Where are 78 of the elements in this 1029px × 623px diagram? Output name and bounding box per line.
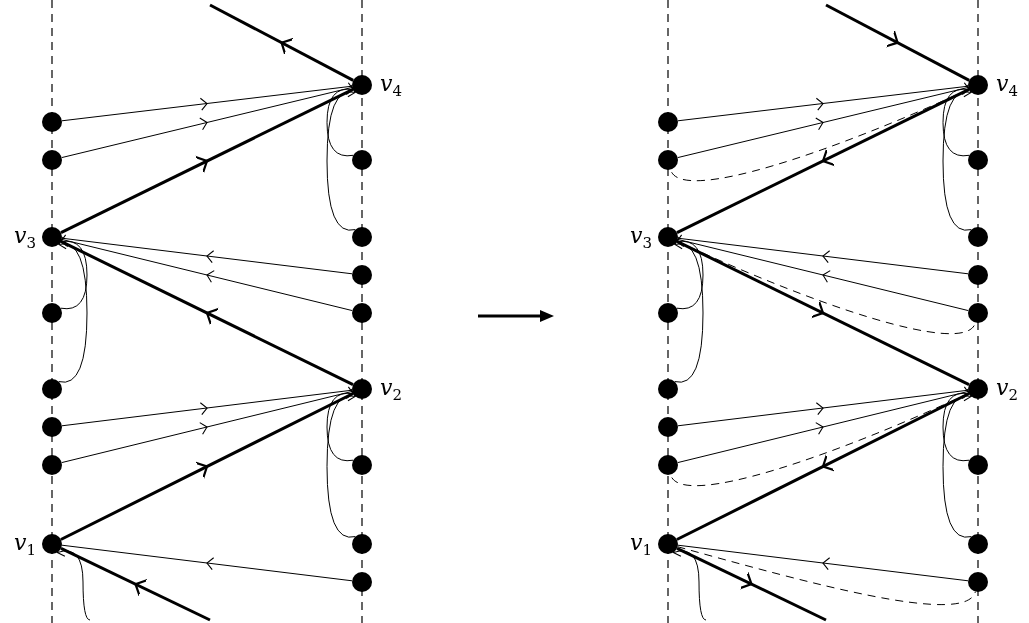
vertex-dot [658, 379, 678, 399]
curved-arrow [942, 85, 972, 231]
vertex-dot [352, 455, 372, 475]
vertex-dot [968, 534, 988, 554]
arrow [677, 390, 969, 464]
vertex-dot [352, 75, 372, 95]
vertex-dot [968, 572, 988, 592]
vertex-dot [658, 534, 678, 554]
arrow [61, 86, 353, 159]
curved-arrow [674, 237, 704, 383]
vertex-label: v$_{1}$ [630, 531, 652, 562]
curved-arrow [676, 234, 704, 310]
vertex-label: v$_{3}$ [14, 224, 36, 255]
arrow [677, 86, 969, 159]
vertex-label: v$_{4}$ [380, 72, 402, 103]
arrow [61, 544, 353, 582]
vertex-dot [658, 112, 678, 132]
arrow [61, 390, 353, 464]
arrow [60, 392, 354, 541]
vertex-dot [42, 455, 62, 475]
vertex-label: v$_{2}$ [380, 376, 402, 407]
vertex-label: v$_{1}$ [14, 531, 36, 562]
vertex-dot [968, 265, 988, 285]
curved-arrow [326, 389, 356, 538]
curved-arrow [942, 386, 970, 462]
vertex-dot [42, 417, 62, 437]
dashed-curve [677, 546, 976, 606]
vertex-dot [968, 150, 988, 170]
curved-arrow [58, 237, 88, 383]
curved-arrow [326, 386, 354, 462]
vertex-dot [658, 303, 678, 323]
vertex-dot [658, 455, 678, 475]
curved-arrow [942, 82, 970, 157]
vertex-dot [42, 303, 62, 323]
vertex-dot [968, 227, 988, 247]
curved-arrow [942, 389, 972, 538]
vertex-dot [42, 227, 62, 247]
vertex-dot [352, 572, 372, 592]
arrow [60, 546, 211, 622]
vertex-dot [658, 227, 678, 247]
arrow [825, 3, 970, 82]
vertex-dot [968, 75, 988, 95]
vertex-dot [352, 227, 372, 247]
arrow [677, 237, 969, 275]
arrow [61, 237, 353, 275]
vertex-dot [352, 534, 372, 554]
arrow [677, 389, 969, 427]
arrow [61, 389, 353, 427]
vertex-dot [658, 150, 678, 170]
vertex-dot [352, 265, 372, 285]
vertex-dot [968, 455, 988, 475]
arrow [60, 88, 354, 234]
vertex-label: v$_{3}$ [630, 224, 652, 255]
arrow [677, 238, 969, 312]
vertex-dot [42, 379, 62, 399]
arrow [60, 240, 354, 386]
curved-arrow [326, 82, 354, 157]
arrow [209, 3, 354, 82]
curved-arrow [60, 234, 88, 310]
vertex-label: v$_{2}$ [996, 376, 1018, 407]
arrow [677, 544, 969, 582]
vertex-dot [658, 417, 678, 437]
vertex-dot [42, 112, 62, 132]
vertex-dot [42, 534, 62, 554]
arrow [61, 238, 353, 312]
arrow [676, 88, 970, 234]
arrow [676, 546, 827, 622]
vertex-label: v$_{4}$ [996, 72, 1018, 103]
arrow [61, 85, 353, 122]
curved-arrow [326, 85, 356, 231]
arrow [677, 85, 969, 122]
vertex-dot [352, 150, 372, 170]
vertex-dot [968, 303, 988, 323]
vertex-dot [352, 303, 372, 323]
vertex-dot [42, 150, 62, 170]
vertex-dot [968, 379, 988, 399]
arrow [676, 240, 970, 386]
vertex-dot [352, 379, 372, 399]
